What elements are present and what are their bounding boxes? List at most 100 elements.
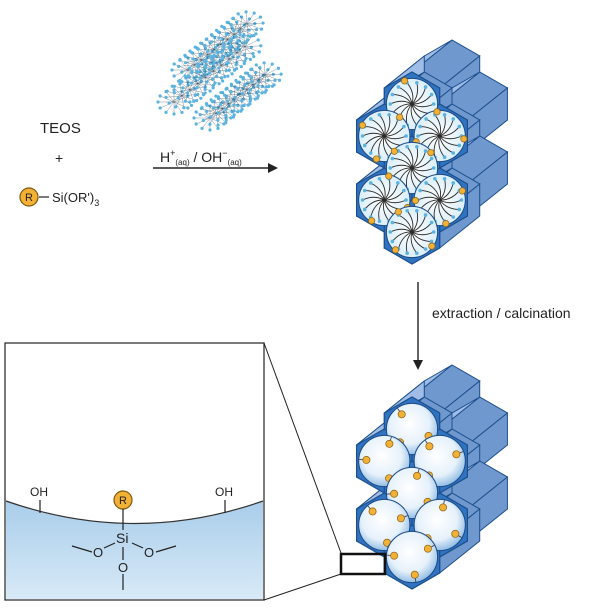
surfactant-tail (194, 64, 205, 75)
surfactant-tail (227, 22, 241, 30)
surfactant-head (232, 68, 237, 72)
surfactant-head (257, 50, 261, 54)
surfactant-head (217, 36, 221, 40)
surfactant-head (204, 66, 208, 70)
surfactant-head (224, 87, 228, 91)
surfactant-tail (236, 42, 247, 53)
surfactant-head (390, 156, 395, 161)
surfactant-tail (392, 222, 413, 233)
surfactant-tail (247, 22, 264, 25)
surfactant-head (172, 88, 176, 92)
surfactant-tail (224, 28, 241, 30)
reagents: TEOS + R Si(OR')3 (19, 120, 99, 208)
surfactant-head (249, 76, 254, 80)
o-methyl-left (71, 545, 93, 553)
surfactant-tail (185, 75, 198, 84)
surfactant-head (248, 99, 252, 103)
surfactant-head (390, 220, 395, 225)
surfactant-head (360, 198, 365, 202)
surfactant-head (451, 215, 456, 219)
surfactant-tail (243, 34, 246, 47)
micelle (388, 208, 436, 256)
surfactant-tail (411, 146, 419, 169)
functional-group (413, 471, 422, 480)
surfactant-tail (383, 114, 391, 137)
surfactant-head (418, 188, 422, 193)
surfactant-head (404, 198, 408, 202)
surfactant-head (244, 71, 248, 75)
surfactant-head (189, 103, 194, 108)
surfactant-tail (206, 71, 214, 83)
surfactant-tail (370, 118, 385, 137)
surfactant-head (442, 155, 447, 160)
surfactant-tail (410, 103, 418, 126)
surfactant-head (215, 49, 219, 53)
surfactant-tail (265, 68, 279, 76)
surfactant-tail (209, 64, 222, 74)
surfactant-tail (252, 84, 259, 96)
surfactant-head (204, 37, 208, 41)
surfactant-head (402, 124, 406, 129)
surfactant-head (183, 99, 187, 103)
surfactant-tail (384, 190, 405, 201)
surfactant-head (195, 85, 199, 90)
surfactant-head (224, 118, 228, 122)
surfactant-head (234, 35, 238, 39)
surfactant-tail (238, 13, 248, 24)
surfactant-tail (378, 135, 385, 158)
surfactant-tail (240, 28, 257, 30)
surfactant-head (177, 79, 181, 83)
surfactant-head (377, 219, 382, 224)
surfactant-tail (390, 228, 413, 233)
surfactant-tail (234, 98, 243, 110)
functional-group (391, 246, 400, 254)
surfactant-head (368, 181, 373, 185)
surfactant-tail (189, 89, 206, 94)
functional-group (451, 529, 460, 538)
surfactant-tail (244, 45, 261, 47)
surfactant-tail (411, 82, 419, 105)
surfactant-head (362, 143, 367, 148)
surfactant-tail (411, 150, 427, 169)
surfactant-tail (231, 28, 241, 40)
surfactant-tail (191, 77, 206, 84)
functional-group (439, 503, 448, 512)
surfactant-tail (222, 108, 227, 121)
surfactant-tail (411, 103, 434, 108)
surfactant-tail (249, 74, 266, 76)
surfactant-head (189, 81, 194, 85)
surfactant-tail (382, 135, 390, 158)
functional-group (390, 147, 398, 155)
surfactant-tail (221, 51, 238, 53)
surfactant-tail (256, 64, 266, 76)
surfactant-tail (229, 58, 242, 67)
surfactant-head (225, 20, 229, 24)
surfactant-tail (240, 23, 255, 30)
surfactant-head (213, 81, 217, 85)
surfactant-tail (209, 117, 219, 129)
surfactant-tail (160, 101, 175, 109)
surfactant-head (266, 68, 270, 72)
surfactant-tail (379, 114, 386, 137)
surfactant-tail (244, 46, 247, 59)
surfactant-head (158, 106, 162, 110)
surfactant-head (190, 51, 194, 55)
surfactant-tail (236, 52, 251, 60)
surfactant-tail (411, 231, 432, 242)
surfactant-head (236, 39, 240, 43)
surfactant-head (459, 198, 464, 202)
surfactant-tail (206, 108, 223, 112)
surfactant-tail (191, 72, 198, 84)
surfactant-head (402, 188, 406, 193)
surfactant-tail (244, 46, 254, 57)
surfactant-tail (439, 199, 460, 210)
surfactant-head (178, 82, 182, 86)
surfactant-tail (439, 118, 454, 137)
surfactant-tail (246, 89, 258, 99)
surfactant-head (254, 63, 258, 67)
functional-group (427, 149, 435, 157)
surfactant-tail (233, 18, 241, 30)
surfactant-head (227, 45, 231, 49)
oxygen-left: O (93, 545, 103, 560)
surfactant-head (442, 176, 447, 181)
